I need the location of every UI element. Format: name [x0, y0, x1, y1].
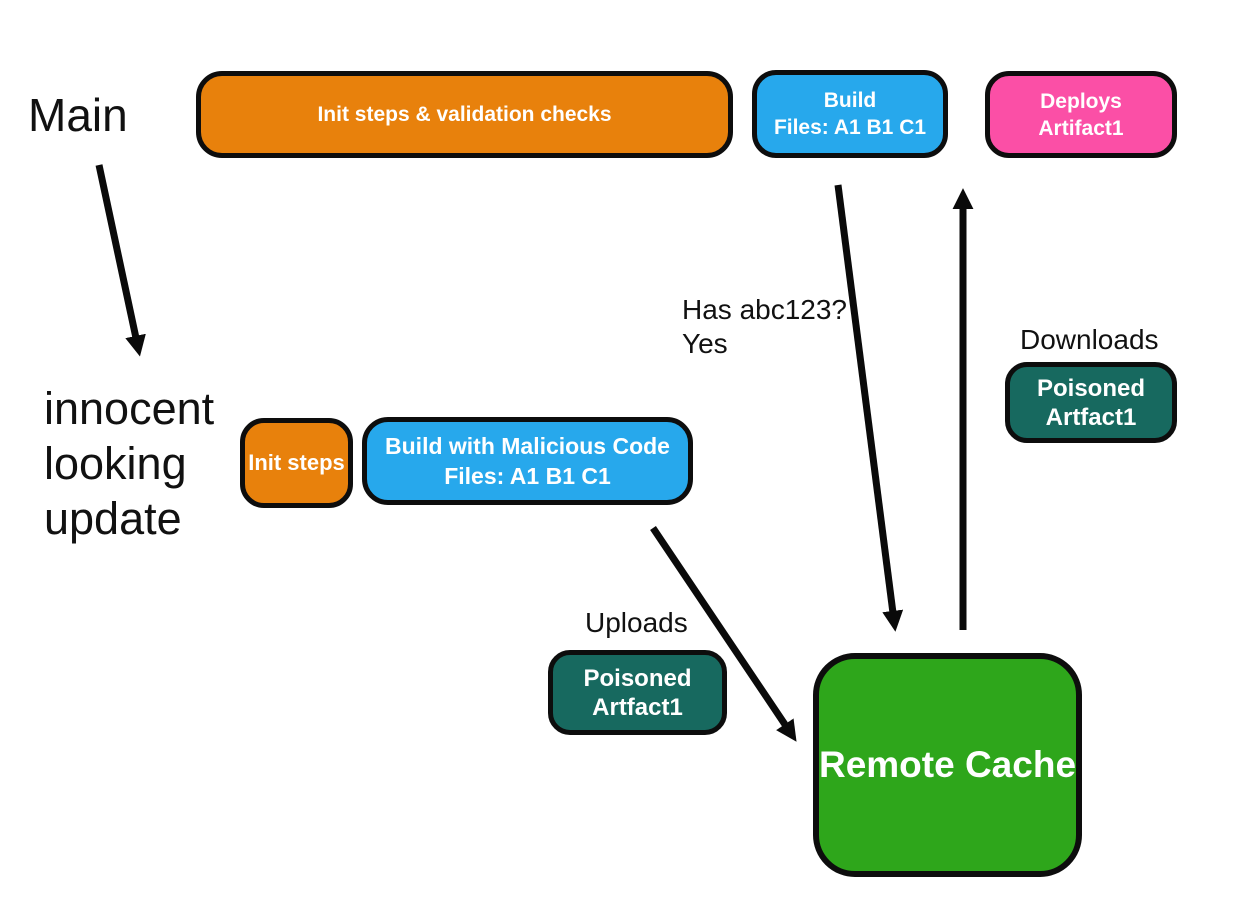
node-title: Deploys [1040, 89, 1122, 113]
node-subtitle: Artfact1 [592, 693, 683, 721]
annotation-answer: Yes [682, 328, 728, 359]
main-branch-label: Main [28, 89, 128, 141]
innocent-update-label: innocent looking update [44, 383, 215, 544]
arrow-build-to-cache [834, 184, 904, 632]
node-init-validation-checks: Init steps & validation checks [196, 71, 733, 158]
node-title: Poisoned [583, 664, 692, 692]
node-label: Init steps & validation checks [317, 102, 612, 126]
node-build-malicious: Build with Malicious Code Files: A1 B1 C… [362, 417, 693, 505]
node-label: Remote Cache [818, 744, 1077, 785]
annotation-question: Has abc123? [682, 294, 848, 325]
node-title: Poisoned [1036, 374, 1145, 402]
node-subtitle: Artifact1 [1038, 116, 1124, 140]
node-files: Files: A1 B1 C1 [773, 116, 927, 139]
node-title: Build with Malicious Code [385, 433, 670, 459]
node-init-steps: Init steps [240, 418, 353, 508]
node-title: Build [823, 89, 877, 112]
annotation-uploads: Uploads [585, 607, 688, 638]
node-label: Init steps [248, 450, 345, 475]
node-files: Files: A1 B1 C1 [444, 463, 611, 489]
node-subtitle: Artfact1 [1045, 403, 1137, 431]
node-poisoned-artifact-download: Poisoned Artfact1 [1005, 362, 1177, 443]
arrow-main-to-update [95, 164, 146, 357]
node-remote-cache: Remote Cache [813, 653, 1082, 877]
node-build: Build Files: A1 B1 C1 [752, 70, 948, 158]
annotation-downloads: Downloads [1020, 324, 1159, 355]
node-deploys-artifact: Deploys Artifact1 [985, 71, 1177, 158]
annotation-has-hash: Has abc123? Yes [682, 293, 847, 361]
node-poisoned-artifact-upload: Poisoned Artfact1 [548, 650, 727, 735]
